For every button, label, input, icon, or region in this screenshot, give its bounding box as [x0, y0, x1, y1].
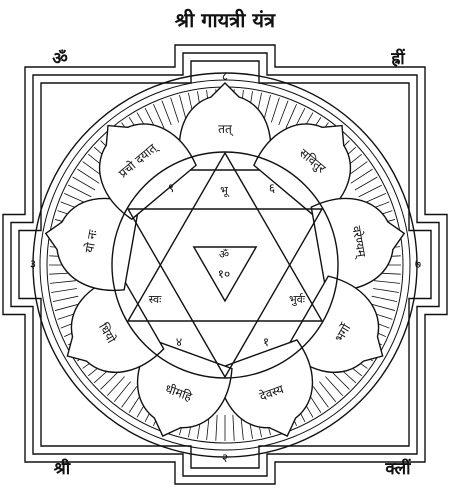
corner-shreem-syllable: श्री — [53, 458, 71, 479]
ray-line — [263, 94, 271, 121]
ray-line — [374, 280, 401, 284]
petal-label: यो नः — [82, 228, 100, 254]
petal-outline — [98, 123, 197, 221]
ray-line — [100, 370, 120, 390]
ray-line — [161, 100, 172, 126]
ray-line — [373, 288, 399, 293]
ray-line — [121, 386, 138, 408]
ray-line — [270, 97, 280, 123]
lotus-petal: प्रचो दयात् — [98, 123, 197, 221]
ray-line — [51, 288, 77, 293]
hexagram-upper-left-number: ९ — [168, 181, 174, 195]
hexagram — [126, 151, 324, 379]
ray-line — [179, 94, 187, 121]
ray-line — [113, 381, 131, 403]
gate-number-top: ८ — [222, 69, 228, 83]
ray-line — [371, 295, 398, 302]
lotus-petal: वरेण्यम् — [310, 197, 406, 292]
ray-line — [350, 168, 373, 184]
hexagram-left-label: स्वः — [149, 293, 162, 306]
ray-line — [330, 370, 350, 390]
ray-line — [369, 303, 396, 311]
hexagram-lower-right-number: १ — [263, 335, 269, 349]
ray-line — [278, 100, 289, 126]
ray-line — [319, 381, 337, 403]
ray-line — [153, 104, 165, 129]
corner-hreem-syllable: ह्रीं — [390, 48, 405, 69]
ray-line — [325, 376, 344, 397]
bhupura-frame — [2, 44, 448, 485]
hexagram-top-label: भू — [220, 184, 230, 198]
petal-label: तत् — [218, 122, 234, 137]
ray-line — [285, 104, 297, 129]
ray-line — [72, 176, 96, 191]
hexagram-upper-right-number: ६ — [269, 181, 275, 195]
ray-line — [54, 303, 81, 311]
ray-line — [170, 97, 180, 123]
center-number: १० — [218, 267, 230, 281]
gate-number-bottom: २ — [222, 451, 228, 465]
ray-line — [215, 414, 218, 441]
yantra-title: श्री गायत्री यंत्र — [175, 8, 276, 32]
ray-line — [354, 176, 378, 191]
ray-line — [52, 295, 79, 302]
ray-line — [77, 168, 100, 184]
gate-number-right: ७ — [415, 257, 421, 271]
hexagram-right-label: भुर्वः — [289, 293, 306, 306]
center-om-syllable: ॐ — [219, 248, 229, 261]
ray-line — [232, 414, 235, 441]
outer-circles — [32, 72, 418, 458]
corner-om-syllable: ॐ — [52, 49, 68, 69]
ray-line — [49, 280, 76, 284]
lotus-petals: तत्सवितुरवरेण्यम्भर्गोदेवस्यधीमहिधियोयो … — [44, 82, 406, 437]
ray-line — [106, 376, 125, 397]
hexagram-lower-left-number: ४ — [176, 335, 182, 349]
ray-line — [68, 184, 92, 198]
ray-line — [312, 386, 329, 408]
lotus-petal: यो नः — [44, 197, 140, 292]
corner-kleem-syllable: क्लीं — [384, 458, 411, 479]
ray-line — [358, 184, 382, 198]
lotus-petal: धीमहि — [136, 339, 233, 437]
